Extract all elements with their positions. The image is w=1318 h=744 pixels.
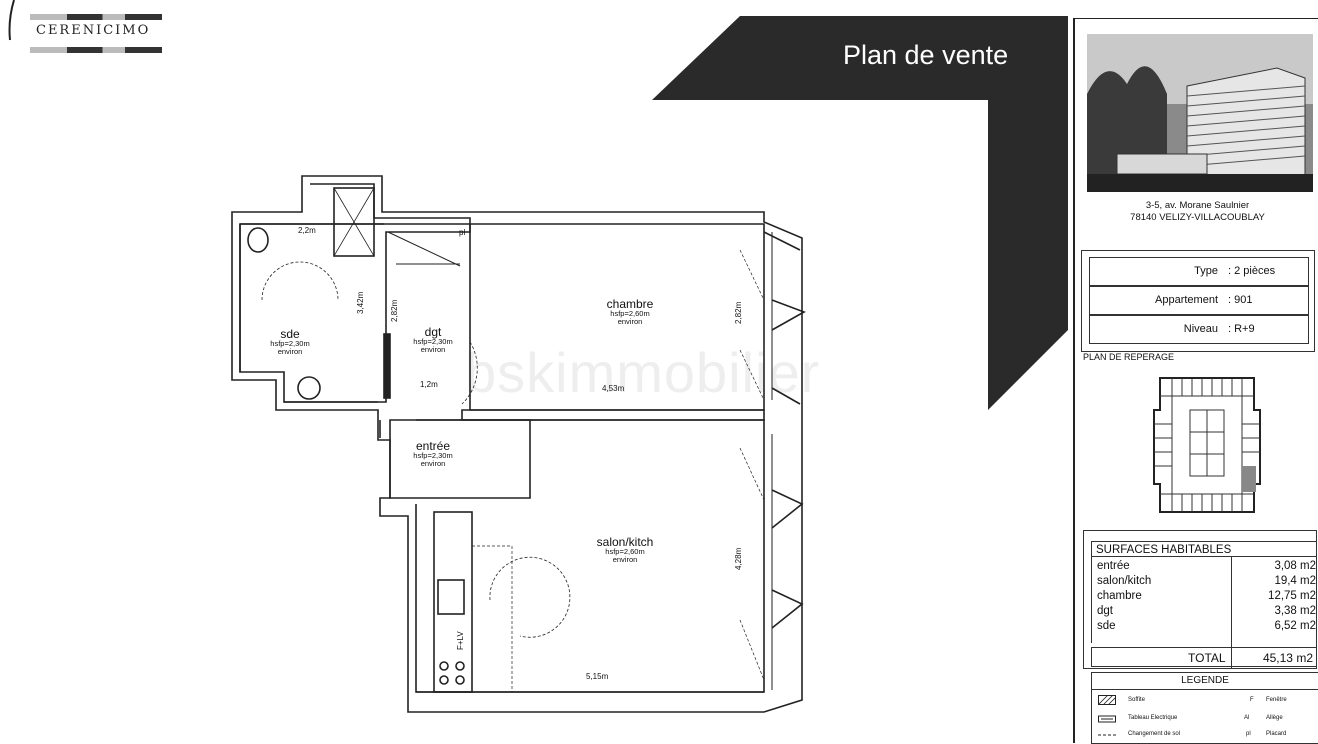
room-chambre: chambre hsfp=2,60m environ xyxy=(585,298,675,326)
legend-code: Al xyxy=(1244,715,1250,721)
dimension-label: 4,53m xyxy=(602,384,625,393)
legend-code-label: Placard xyxy=(1266,731,1287,737)
legend-label: Tableau Electrique xyxy=(1128,715,1178,721)
room-environ: environ xyxy=(277,347,303,356)
room-name: dgt xyxy=(424,325,442,339)
room-sde: sde hsfp=2,30m environ xyxy=(255,328,325,356)
floor-plan xyxy=(231,175,806,713)
apartment-info: Type : 2 pièces Appartement : 901 Niveau… xyxy=(1081,250,1315,352)
room-height: hsfp=2,30m xyxy=(413,337,453,346)
page-title: Plan de vente xyxy=(843,40,1009,70)
address-line2: 78140 VELIZY-VILLACOUBLAY xyxy=(1130,212,1265,223)
surface-area: 6,52 m2 xyxy=(1274,620,1316,632)
info-panel xyxy=(1073,18,1318,743)
binding-edge xyxy=(8,0,15,41)
address-block: 3-5, av. Morane Saulnier 78140 VELIZY-VI… xyxy=(1085,200,1310,224)
soffite-symbol-icon xyxy=(1098,695,1116,705)
legend-title: LEGENDE xyxy=(1092,673,1318,690)
room-height: hsfp=2,30m xyxy=(413,451,453,460)
building-photo xyxy=(1087,34,1313,192)
surface-name: dgt xyxy=(1097,605,1113,617)
info-label: Type xyxy=(1194,265,1218,277)
appliance-label: F+LV xyxy=(456,631,465,650)
room-environ: environ xyxy=(420,345,446,354)
surfaces-table: SURFACES HABITABLES entrée 3,08 m2 salon… xyxy=(1083,530,1317,669)
dimension-label: 3,42m xyxy=(356,291,365,314)
info-label: Niveau xyxy=(1183,323,1218,335)
room-height: hsfp=2,60m xyxy=(605,547,645,556)
info-value: : 901 xyxy=(1228,294,1253,306)
placard-label: pl xyxy=(459,228,466,237)
surface-area: 3,38 m2 xyxy=(1274,605,1316,617)
room-entree: entrée hsfp=2,30m environ xyxy=(398,440,468,468)
room-salon: salon/kitch hsfp=2,60m environ xyxy=(575,536,675,564)
room-environ: environ xyxy=(420,459,446,468)
info-row-niveau: Niveau : R+9 xyxy=(1089,315,1309,344)
surface-name: salon/kitch xyxy=(1097,575,1152,587)
dimension-label: 2,82m xyxy=(390,299,399,322)
surface-name: chambre xyxy=(1097,590,1142,602)
legend-label: Soffite xyxy=(1128,697,1145,703)
room-name: salon/kitch xyxy=(596,535,654,549)
reperage-plan xyxy=(1153,377,1261,513)
dimension-label: 2,82m xyxy=(734,301,743,324)
room-environ: environ xyxy=(617,317,643,326)
brand-logo-bars xyxy=(30,14,162,53)
info-row-type: Type : 2 pièces xyxy=(1089,257,1309,286)
surface-row: dgt 3,38 m2 xyxy=(1092,604,1318,619)
reperage-title: PLAN DE REPERAGE xyxy=(1083,352,1175,362)
surfaces-total: TOTAL 45,13 m2 xyxy=(1091,647,1317,667)
address-line1: 3-5, av. Morane Saulnier xyxy=(1145,200,1250,211)
surface-row: entrée 3,08 m2 xyxy=(1092,559,1318,574)
info-label: Appartement xyxy=(1155,294,1218,306)
room-name: chambre xyxy=(606,297,654,311)
surface-area: 12,75 m2 xyxy=(1268,590,1316,602)
surface-row: salon/kitch 19,4 m2 xyxy=(1092,574,1318,589)
legend: LEGENDE Soffite F Fenêtre Tableau Electr… xyxy=(1091,672,1318,744)
floor-change-symbol-icon xyxy=(1098,734,1116,736)
total-label: TOTAL xyxy=(1188,651,1226,665)
legend-code: pl xyxy=(1246,731,1251,737)
info-value: : 2 pièces xyxy=(1228,265,1276,277)
surface-area: 3,08 m2 xyxy=(1274,560,1316,572)
legend-code: F xyxy=(1250,697,1254,703)
total-value: 45,13 m2 xyxy=(1262,651,1313,665)
room-height: hsfp=2,30m xyxy=(270,339,310,348)
info-row-appartement: Appartement : 901 xyxy=(1089,286,1309,315)
info-value: : R+9 xyxy=(1228,323,1255,335)
legend-code-label: Allège xyxy=(1266,715,1283,721)
dimension-label: 4,28m xyxy=(734,547,743,570)
watermark: bskimmobilier xyxy=(465,341,821,404)
surface-row: chambre 12,75 m2 xyxy=(1092,589,1318,604)
dimension-label: 2,2m xyxy=(298,226,316,235)
room-name: entrée xyxy=(415,439,451,453)
room-name: sde xyxy=(280,327,300,341)
room-height: hsfp=2,60m xyxy=(610,309,650,318)
legend-code-label: Fenêtre xyxy=(1266,697,1287,703)
surfaces-divider xyxy=(1231,557,1232,669)
legend-label: Changement de sol xyxy=(1128,731,1181,737)
surface-area: 19,4 m2 xyxy=(1274,575,1316,587)
dimension-label: 5,15m xyxy=(586,672,609,681)
brand-logo: CERENICIMO xyxy=(36,23,151,38)
surface-name: entrée xyxy=(1097,560,1130,572)
electric-panel-symbol-icon xyxy=(1098,715,1116,723)
room-environ: environ xyxy=(612,555,638,564)
surface-name: sde xyxy=(1097,620,1116,632)
room-dgt: dgt hsfp=2,30m environ xyxy=(398,326,468,354)
surface-row: sde 6,52 m2 xyxy=(1092,619,1318,634)
dimension-label: 1,2m xyxy=(420,380,438,389)
surfaces-title: SURFACES HABITABLES xyxy=(1091,541,1317,557)
